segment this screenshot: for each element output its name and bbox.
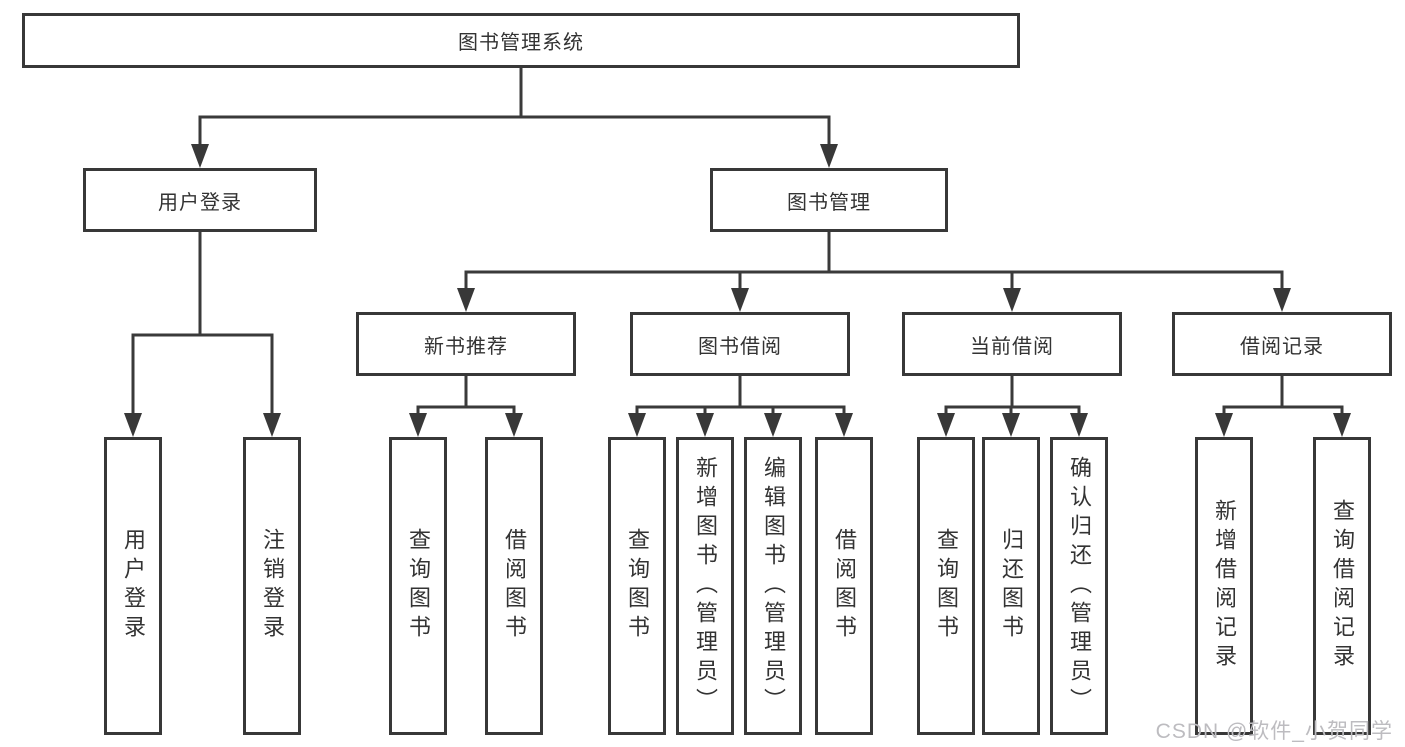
node-label: 借阅图书 [832, 528, 857, 644]
node-label: 查询借阅记录 [1330, 499, 1355, 673]
arrowhead-icon [124, 413, 142, 437]
node-label: 借阅记录 [1240, 335, 1324, 358]
arrowhead-icon [457, 288, 475, 312]
leaf-edit-books-admin: 编辑图书（管理员） [744, 437, 802, 735]
leaf-add-borrow-record: 新增借阅记录 [1195, 437, 1253, 735]
leaf-borrow-books-recommend: 借阅图书 [485, 437, 543, 735]
arrowhead-icon [1215, 413, 1233, 437]
arrowhead-icon [696, 413, 714, 437]
node-label: 确认归还（管理员） [1067, 455, 1092, 717]
arrowhead-icon [628, 413, 646, 437]
arrowhead-icon [409, 413, 427, 437]
node-book-borrow: 图书借阅 [630, 312, 850, 376]
node-label: 归还图书 [999, 528, 1024, 644]
arrowhead-icon [835, 413, 853, 437]
node-label: 新增借阅记录 [1212, 499, 1237, 673]
leaf-user-login: 用户登录 [104, 437, 162, 735]
leaf-borrow-books: 借阅图书 [815, 437, 873, 735]
node-book-management: 图书管理 [710, 168, 948, 232]
arrowhead-icon [1002, 413, 1020, 437]
arrowhead-icon [820, 144, 838, 168]
node-label: 查询图书 [934, 528, 959, 644]
node-label: 新增图书（管理员） [693, 455, 718, 717]
node-label: 当前借阅 [970, 335, 1054, 358]
node-label: 图书管理 [787, 191, 871, 214]
arrowhead-icon [1003, 288, 1021, 312]
arrowhead-icon [1333, 413, 1351, 437]
leaf-query-books-recommend: 查询图书 [389, 437, 447, 735]
arrowhead-icon [1070, 413, 1088, 437]
node-label: 借阅图书 [502, 528, 527, 644]
leaf-return-books: 归还图书 [982, 437, 1040, 735]
node-label: 编辑图书（管理员） [761, 455, 786, 717]
node-label: 图书借阅 [698, 335, 782, 358]
leaf-logout: 注销登录 [243, 437, 301, 735]
arrowhead-icon [731, 288, 749, 312]
node-current-borrow: 当前借阅 [902, 312, 1122, 376]
leaf-add-books-admin: 新增图书（管理员） [676, 437, 734, 735]
node-label: 注销登录 [260, 528, 285, 644]
node-label: 新书推荐 [424, 335, 508, 358]
watermark: CSDN @软件_小贺同学 [1155, 720, 1393, 743]
node-label: 查询图书 [625, 528, 650, 644]
node-label: 用户登录 [158, 191, 242, 214]
leaf-query-books-current: 查询图书 [917, 437, 975, 735]
leaf-query-borrow-record: 查询借阅记录 [1313, 437, 1371, 735]
node-borrow-records: 借阅记录 [1172, 312, 1392, 376]
leaf-query-books-borrow: 查询图书 [608, 437, 666, 735]
node-label: 查询图书 [406, 528, 431, 644]
node-label: 用户登录 [121, 528, 146, 644]
node-label: 图书管理系统 [458, 32, 584, 54]
node-library-system: 图书管理系统 [22, 13, 1020, 68]
arrowhead-icon [1273, 288, 1291, 312]
node-user-login: 用户登录 [83, 168, 317, 232]
arrowhead-icon [263, 413, 281, 437]
arrowhead-icon [764, 413, 782, 437]
leaf-confirm-return-admin: 确认归还（管理员） [1050, 437, 1108, 735]
node-new-book-recommend: 新书推荐 [356, 312, 576, 376]
arrowhead-icon [191, 144, 209, 168]
arrowheads [124, 144, 1351, 437]
arrowhead-icon [937, 413, 955, 437]
arrowhead-icon [505, 413, 523, 437]
